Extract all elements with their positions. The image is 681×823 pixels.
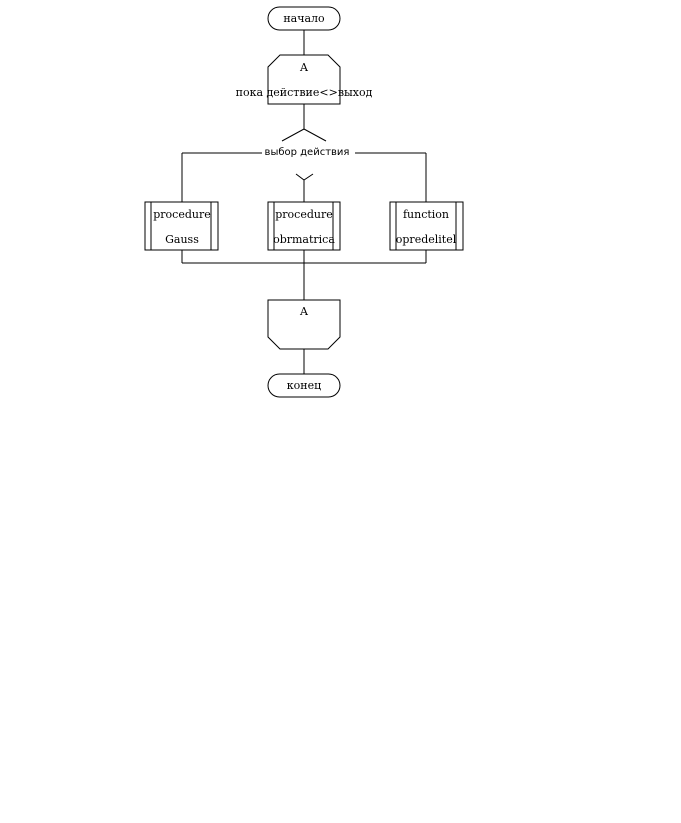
loop-end-shape xyxy=(267,299,341,350)
process-box-obrmatrica-line2: obrmatrica xyxy=(273,233,335,246)
selection-bottom-chevron xyxy=(295,173,314,181)
process-box-opredelitel-frame xyxy=(389,201,464,251)
process-box-opredelitel: function opredelitel xyxy=(389,201,464,251)
selection-block: выбор действия xyxy=(182,128,426,181)
process-box-obrmatrica: procedure obrmatrica xyxy=(267,201,341,251)
loop-start-block: A пока действие<>выход xyxy=(236,54,373,105)
end-terminal: конец xyxy=(267,373,341,398)
start-terminal: начало xyxy=(267,6,341,31)
selection-label: выбор действия xyxy=(265,147,350,158)
process-box-opredelitel-line2: opredelitel xyxy=(396,233,457,246)
loop-end-block: A xyxy=(267,299,341,350)
process-box-gauss-frame xyxy=(144,201,219,251)
end-terminal-shape xyxy=(267,373,341,398)
loop-start-shape xyxy=(267,54,341,105)
process-box-opredelitel-line1: function xyxy=(403,208,449,221)
process-box-gauss-line2: Gauss xyxy=(165,233,199,246)
selection-top-chevron xyxy=(281,128,327,142)
process-box-gauss-line1: procedure xyxy=(153,208,211,221)
loop-end-marker: A xyxy=(299,305,309,318)
loop-start-condition: пока действие<>выход xyxy=(236,86,373,99)
process-box-gauss: procedure Gauss xyxy=(144,201,219,251)
loop-start-marker: A xyxy=(299,61,309,74)
end-terminal-label: конец xyxy=(287,379,321,392)
process-box-obrmatrica-line1: procedure xyxy=(275,208,333,221)
start-terminal-label: начало xyxy=(283,12,325,25)
